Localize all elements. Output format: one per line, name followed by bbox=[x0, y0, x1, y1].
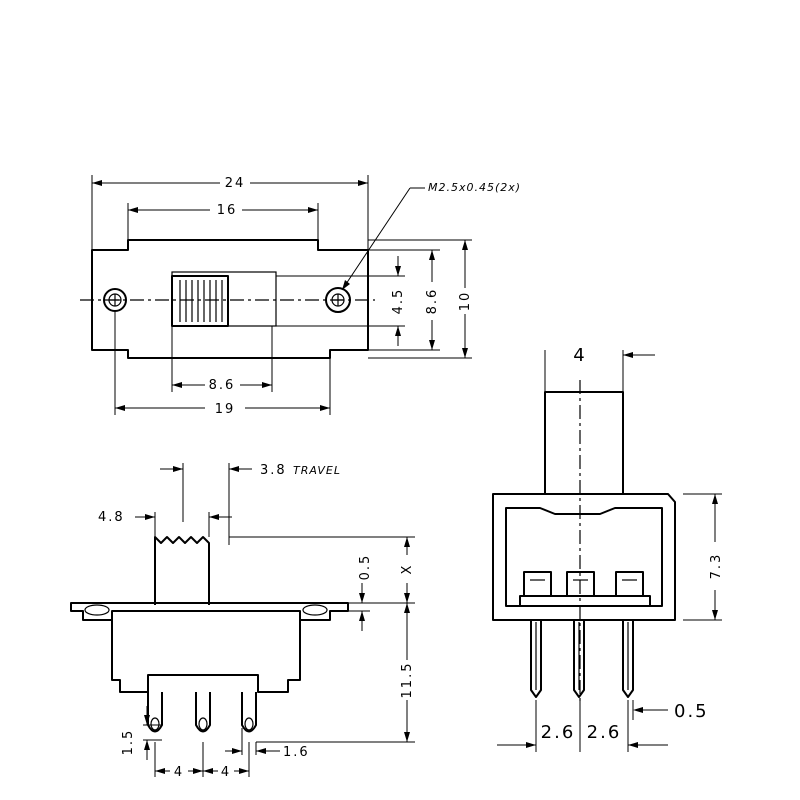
dim-4-8: 4.8 bbox=[98, 510, 125, 525]
side-dim-2-6-right: 2.6 bbox=[587, 722, 622, 743]
slider-slot bbox=[171, 271, 277, 327]
thread-leader bbox=[341, 187, 411, 291]
side-contact-2 bbox=[566, 571, 595, 597]
side-contact-1 bbox=[523, 571, 552, 597]
front-actuator bbox=[154, 536, 210, 605]
travel-label: TRAVEL bbox=[293, 464, 341, 477]
side-contact-3 bbox=[615, 571, 644, 597]
dim-4-5: 4.5 bbox=[391, 288, 406, 315]
side-pin-2 bbox=[573, 620, 585, 698]
front-terminal-2 bbox=[195, 692, 211, 733]
side-view: 4 7.3 0.5 2.6 2.6 bbox=[492, 345, 724, 752]
dim-x: X bbox=[400, 564, 415, 575]
side-dim-7-3: 7.3 bbox=[709, 553, 724, 580]
dim-10: 10 bbox=[458, 291, 473, 312]
front-terminal-1 bbox=[147, 692, 163, 733]
side-frame-outer bbox=[492, 493, 676, 621]
dim-1-5: 1.5 bbox=[121, 729, 136, 756]
dim-16: 16 bbox=[217, 203, 238, 218]
dim-8-6-height: 8.6 bbox=[425, 288, 440, 315]
flange-ear-right bbox=[302, 604, 328, 616]
dim-1-6: 1.6 bbox=[283, 745, 310, 760]
knob-ridges bbox=[179, 280, 223, 322]
side-dim-0-5: 0.5 bbox=[674, 701, 709, 722]
side-dim-2-6-left: 2.6 bbox=[541, 722, 576, 743]
dim-19: 19 bbox=[215, 402, 236, 417]
flange-ear-left bbox=[84, 604, 110, 616]
side-frame-inner bbox=[505, 507, 663, 607]
front-terminal-3 bbox=[241, 692, 257, 733]
front-view: 3.8 TRAVEL 4.8 X 11.5 0.5 bbox=[70, 463, 415, 780]
dim-0-5-flange: 0.5 bbox=[358, 554, 373, 581]
side-pin-1 bbox=[530, 620, 542, 698]
dim-pitch-4-left: 4 bbox=[174, 765, 184, 780]
dim-3-8: 3.8 bbox=[260, 463, 287, 478]
dim-11-5: 11.5 bbox=[400, 662, 415, 699]
top-view: 24 16 M2.5x0.45(2x) 8.6 19 bbox=[80, 175, 521, 417]
side-actuator bbox=[544, 391, 624, 495]
side-pin-3 bbox=[622, 620, 634, 698]
dim-8-6-slot: 8.6 bbox=[209, 378, 236, 393]
front-body bbox=[111, 611, 301, 693]
side-base-strip bbox=[519, 595, 651, 607]
thread-callout: M2.5x0.45(2x) bbox=[428, 181, 521, 194]
dim-pitch-4-right: 4 bbox=[221, 765, 231, 780]
slider-knob bbox=[171, 275, 229, 327]
side-dim-4: 4 bbox=[573, 345, 586, 366]
dim-24: 24 bbox=[225, 176, 246, 191]
